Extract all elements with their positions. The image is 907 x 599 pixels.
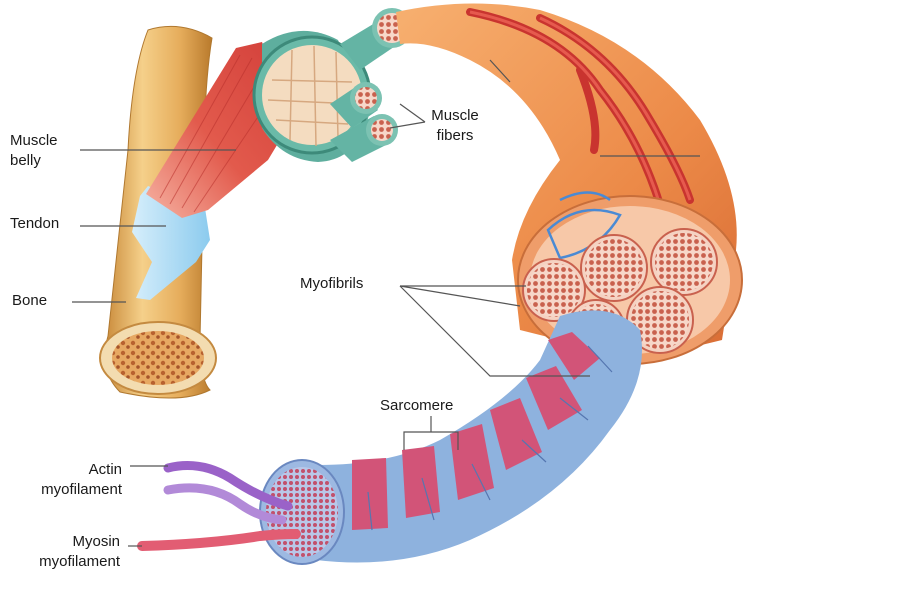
actin-filament [163,461,293,511]
muscle-fibers-label: Muscle fibers [420,106,490,146]
muscle-fibers-label-line1: Muscle [431,107,479,124]
bone-label: Bone [12,292,48,309]
myosin-label-line1: Myosin [72,533,120,550]
sarcomere-label: Sarcomere [380,397,454,414]
bone-marrow [112,331,204,385]
muscle-fibers-label-line2: fibers [436,127,474,144]
sarcomere-tube [259,310,642,565]
myosin-label-line2: myofilament [39,553,120,570]
actin-label: Actin myofilament [10,460,122,500]
actin-label-line2: myofilament [41,481,122,498]
leader-lines [72,59,700,547]
tendon-label: Tendon [10,215,60,232]
actin-label-line1: Actin [88,461,122,478]
myosin-label: Myosin myofilament [10,532,120,572]
myofibrils-label: Myofibrils [300,275,364,292]
muscle-belly-label-line2: belly [10,152,41,169]
myosin-filament [137,529,301,551]
muscle-belly-label: Muscle belly [10,131,58,171]
muscle-belly-label-line1: Muscle [10,132,58,149]
